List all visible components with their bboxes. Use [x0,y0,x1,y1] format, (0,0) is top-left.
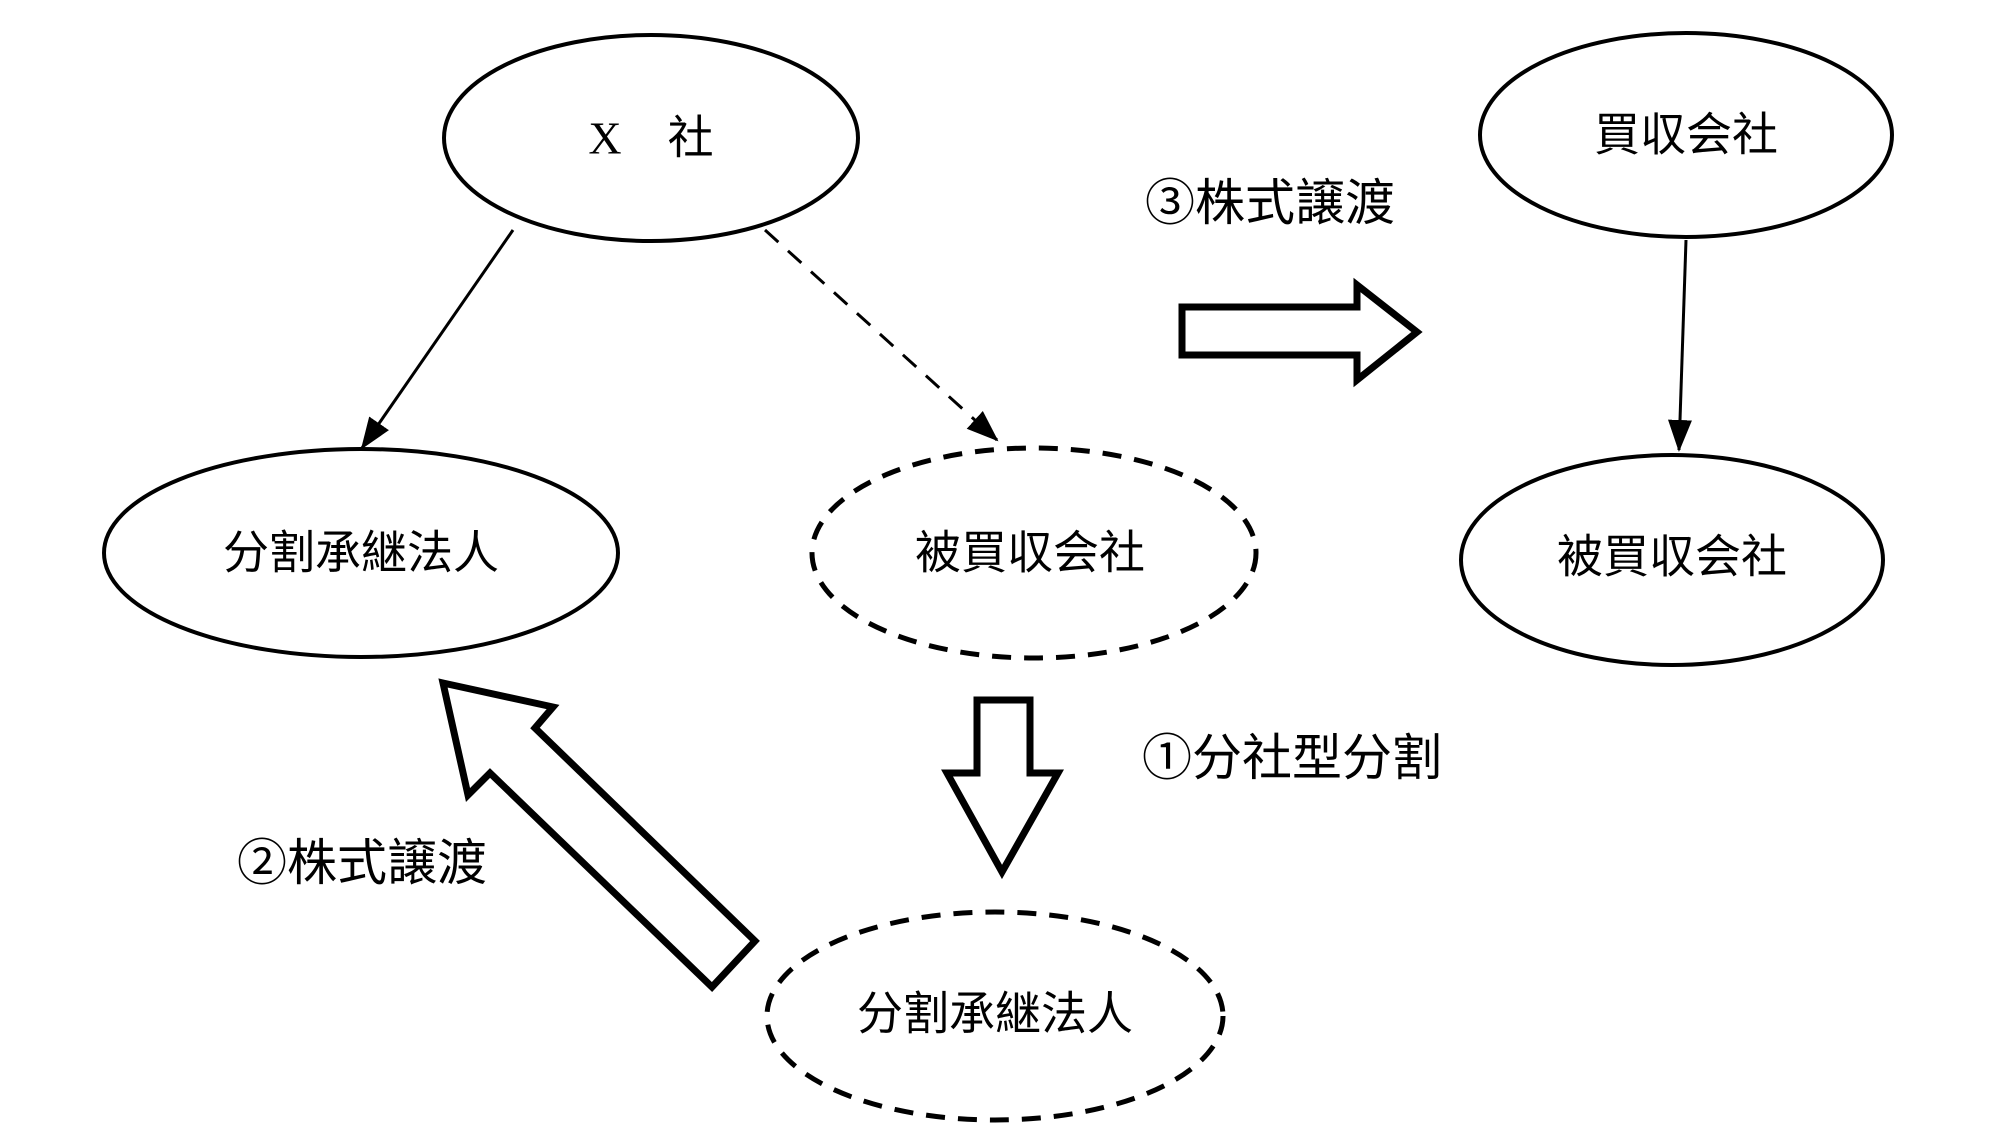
block-arrow-right-share-transfer-icon [1178,277,1423,388]
company-x-label: X 社 [588,113,713,164]
arrow-x-to-split-successor [360,229,515,450]
acquired-company-right-ellipse [1459,453,1885,667]
acquiring-company-label: 買収会社 [1594,110,1778,161]
step3-share-transfer-label: ③株式譲渡 [1145,175,1395,231]
acquired-company-right-label: 被買収会社 [1557,532,1787,583]
acquiring-company-ellipse [1478,31,1894,239]
split-successor-bottom-ellipse [764,909,1226,1123]
node-company-x: X 社 [442,33,860,243]
step2-share-transfer-label: ②株式譲渡 [237,835,487,891]
step1-split-off-division-label: ①分社型分割 [1142,730,1442,786]
dashed-arrow-x-to-acquired-company [763,228,999,442]
node-split-successor-left: 分割承継法人 [102,447,620,659]
block-arrow-up-left-share-transfer-icon [438,678,760,992]
node-acquired-company-middle: 被買収会社 [809,445,1259,661]
node-acquiring-company: 買収会社 [1478,31,1894,239]
split-successor-bottom-label: 分割承継法人 [857,989,1133,1040]
company-x-ellipse [442,33,860,243]
node-acquired-company-right: 被買収会社 [1459,453,1885,667]
acquired-company-middle-ellipse [809,445,1259,661]
block-arrow-down-split-icon [941,696,1065,880]
arrow-acquirer-to-acquired [1668,239,1692,452]
split-successor-left-ellipse [102,447,620,659]
node-split-successor-bottom: 分割承継法人 [764,909,1226,1123]
acquired-company-middle-label: 被買収会社 [915,528,1145,579]
split-successor-left-label: 分割承継法人 [223,528,499,579]
